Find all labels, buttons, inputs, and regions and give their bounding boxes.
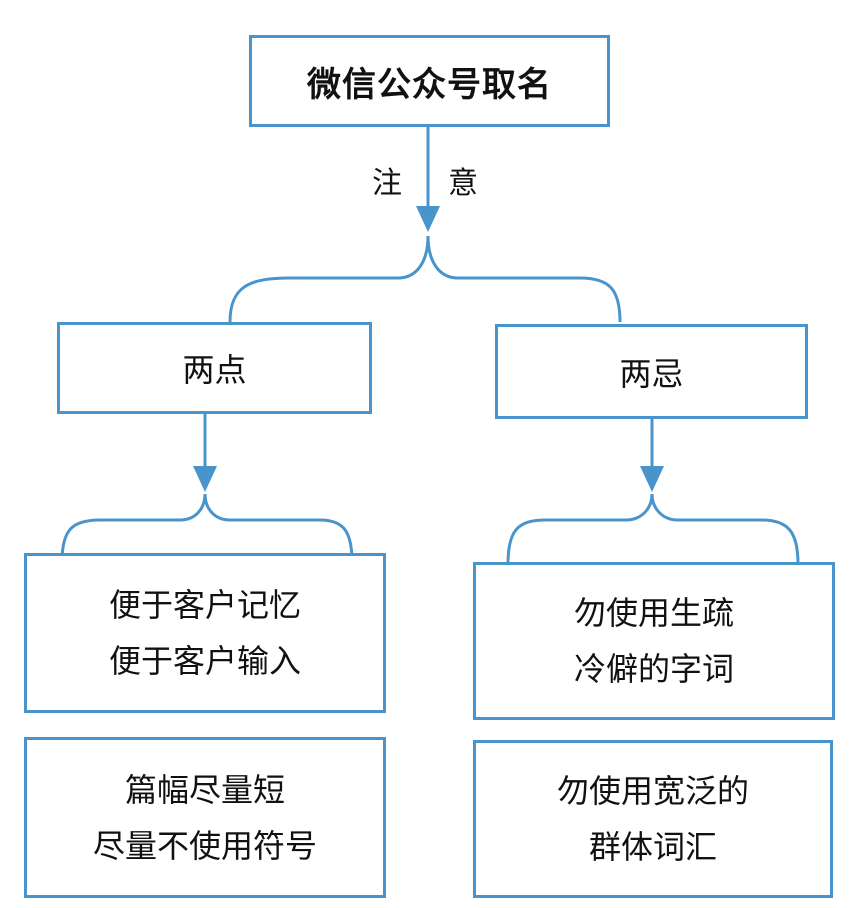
left-arrowhead [193,466,217,492]
leaf-node-left-1: 便于客户记忆 便于客户输入 [24,553,386,713]
leaf-line: 尽量不使用符号 [92,826,317,865]
root-arrowhead [416,206,440,232]
leaf-line: 冷僻的字词 [573,650,734,688]
branch-label-right: 两忌 [619,354,684,393]
branch-node-left: 两点 [57,322,372,414]
branch-label-left: 两点 [182,351,247,389]
edge-label-right: 意 [448,166,478,201]
right-arrowhead [640,466,664,492]
root-node: 微信公众号取名 [249,35,610,127]
leaf-node-right-2: 勿使用宽泛的 群体词汇 [473,740,833,898]
leaf-line: 勿使用生疏 [573,594,734,632]
leaf-line: 勿使用宽泛的 [556,772,749,810]
leaf-line: 便于客户输入 [108,642,301,680]
leaf-line: 群体词汇 [588,828,717,866]
leaf-node-left-2: 篇幅尽量短 尽量不使用符号 [24,737,386,898]
edge-label-left: 注 [372,166,402,201]
root-brace [228,235,622,323]
left-brace [60,493,354,563]
leaf-line: 篇幅尽量短 [124,770,285,809]
leaf-line: 便于客户记忆 [108,586,301,624]
leaf-node-right-1: 勿使用生疏 冷僻的字词 [473,562,835,720]
branch-node-right: 两忌 [495,324,808,419]
right-brace [506,493,800,565]
root-label: 微信公众号取名 [307,64,552,105]
